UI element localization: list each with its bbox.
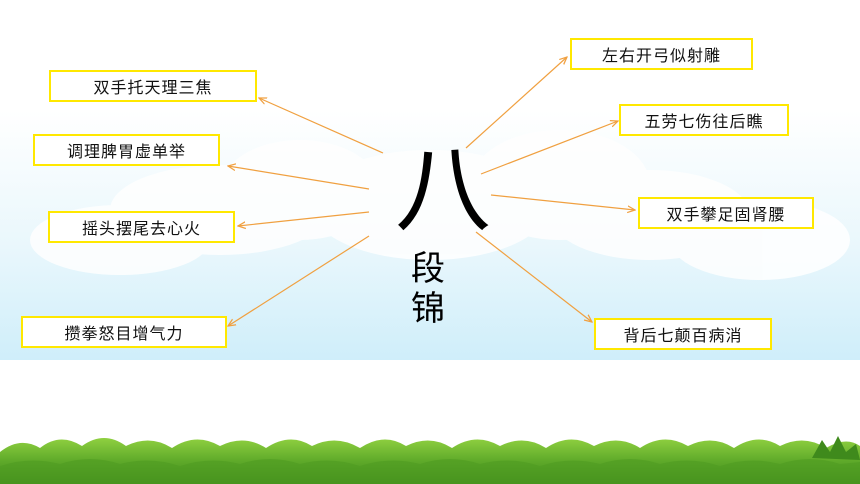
arrow-to-right-item-4 <box>475 231 592 322</box>
left-item-4: 攒拳怒目增气力 <box>21 316 227 348</box>
left-item-1-label: 双手托天理三焦 <box>93 78 213 97</box>
tree-icon <box>812 436 860 460</box>
title-main-char: 八 <box>395 134 491 246</box>
arrow-to-right-item-3 <box>490 194 635 210</box>
arrow-to-right-item-1 <box>465 57 567 149</box>
left-item-2-label: 调理脾胃虚单举 <box>66 142 186 161</box>
title-sub-char-1: 段 <box>411 249 445 289</box>
arrow-to-left-item-1 <box>259 98 384 154</box>
title-sub-char-2: 锦 <box>411 289 445 329</box>
arrow-to-left-item-2 <box>228 166 370 190</box>
right-item-1: 左右开弓似射雕 <box>570 38 753 70</box>
right-item-2-label: 五劳七伤往后瞧 <box>644 112 764 131</box>
arrow-to-left-item-3 <box>238 211 370 226</box>
right-item-2: 五劳七伤往后瞧 <box>619 104 789 136</box>
arrow-to-left-item-4 <box>228 235 370 326</box>
left-item-3: 摇头摆尾去心火 <box>48 211 235 243</box>
arrow-to-right-item-2 <box>480 121 618 175</box>
left-item-3-label: 摇头摆尾去心火 <box>81 219 201 238</box>
left-item-4-label: 攒拳怒目增气力 <box>64 324 184 343</box>
right-item-1-label: 左右开弓似射雕 <box>601 46 721 65</box>
grass-strip <box>0 438 860 484</box>
left-item-2: 调理脾胃虚单举 <box>33 134 220 166</box>
left-item-1: 双手托天理三焦 <box>49 70 257 102</box>
right-item-4: 背后七颠百病消 <box>594 318 772 350</box>
right-item-3: 双手攀足固肾腰 <box>638 197 814 229</box>
right-item-4-label: 背后七颠百病消 <box>623 326 743 345</box>
right-item-3-label: 双手攀足固肾腰 <box>666 205 786 224</box>
